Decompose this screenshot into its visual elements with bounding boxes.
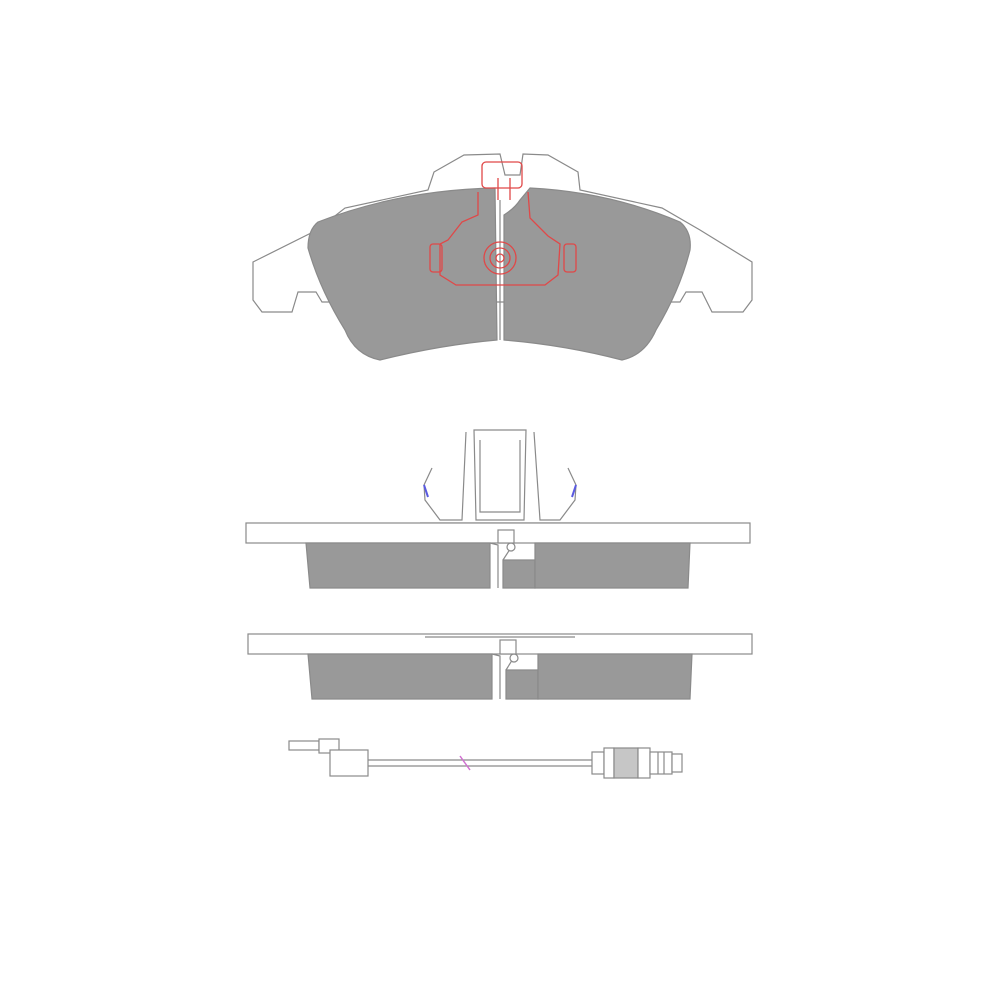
sensor-probe: [288, 740, 320, 751]
spring-arm-right: [533, 431, 577, 521]
friction-block-side-1-right: [534, 542, 691, 589]
friction-pad-right: [503, 187, 691, 361]
spring-tip-right: [571, 484, 577, 498]
friction-block-side-1-center: [502, 559, 536, 589]
friction-block-side-2-right: [537, 653, 693, 700]
spring-clip: [473, 429, 527, 521]
friction-block-side-2-left: [307, 653, 493, 700]
friction-pad-left: [307, 187, 498, 361]
spring-arm-left: [423, 431, 467, 521]
sensor-connector: [591, 747, 683, 779]
side-view-plain: [247, 633, 753, 700]
friction-block-side-1-left: [305, 542, 491, 589]
friction-block-side-2-center: [505, 669, 539, 700]
sensor-body: [329, 749, 369, 777]
sensor-clip-front: [429, 161, 577, 286]
spring-tip-left: [423, 484, 429, 498]
wear-sensor: [288, 738, 683, 779]
wire-mark: [459, 755, 471, 771]
side-view-clip: [245, 429, 751, 589]
front-view: [252, 153, 753, 361]
